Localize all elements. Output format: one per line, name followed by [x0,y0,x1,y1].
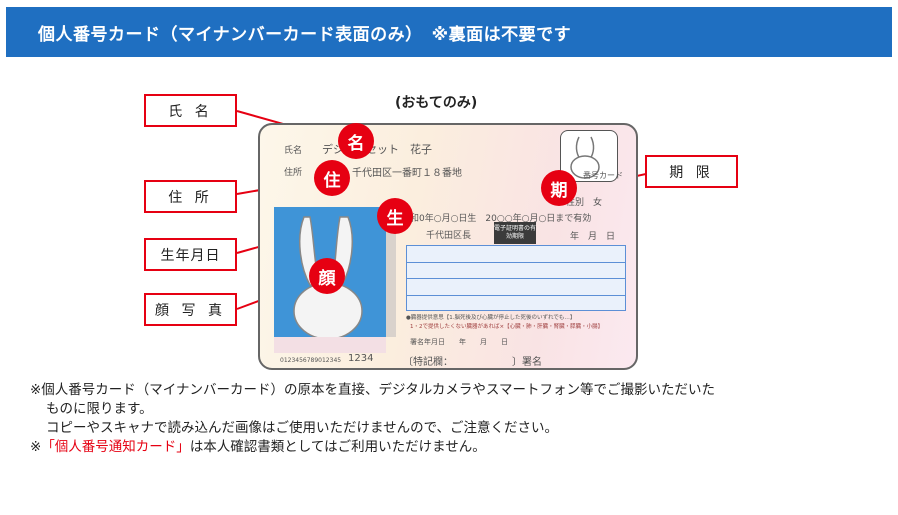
small-photo-frame [560,130,618,182]
card-pin-digits: 1234 [348,353,374,364]
card-issuer: 千代田区長 [426,231,472,241]
card-number: 0123456789012345 [280,357,342,364]
card-address-value: 千代田区一番町１８番地 [352,168,462,179]
marker-name: 名 [338,123,374,159]
label-address: 住 所 [144,180,237,213]
front-only-caption: (おもてのみ) [395,95,478,111]
header-title: 個人番号カード（マイナンバーカード表面のみ） ※裏面は不要です [38,24,572,45]
photo-bottom-strip [274,337,386,353]
card-name-label: 氏名 [284,146,303,156]
marker-birth: 生 [377,198,413,234]
notification-card-warning: 「個人番号通知カード」 [41,439,190,455]
note-line-4-prefix: ※ [30,439,42,455]
note-line-3: コピーやスキャナで読み込んだ画像はご使用いただけませんので、ご注意ください。 [46,420,559,436]
label-expiry: 期 限 [645,155,738,188]
card-sex: 性別 女 [566,198,603,208]
marker-photo: 顔 [309,258,345,294]
photo-shadow [386,207,396,337]
label-name: 氏 名 [144,94,237,127]
rabbit-small-icon [570,136,600,179]
mynumber-card-front: 氏名 デジ セット 花子 住所 千代田区一番町１８番地 番号カード 性別 女 和… [258,123,638,370]
card-notice-line1: ●臓器提供意思【1.脳死後及び心臓が停止した死後のいずれでも…】 [406,315,576,321]
notes-block: ※個人番号カード（マイナンバーカード）の原本を直接、デジタルカメラやスマートフォ… [30,381,715,457]
card-special-note: 〔特記欄： [403,357,453,368]
table-row [407,263,625,279]
page-header: 個人番号カード（マイナンバーカード表面のみ） ※裏面は不要です [6,7,892,57]
label-photo: 顔 写 真 [144,293,237,326]
card-notice-line2: 1・2で提供したくない臓器があれば×【心臓・肺・肝臓・腎臓・膵臓・小腸】 [410,324,604,330]
note-line-4-suffix: は本人確認書類としてはご利用いただけません。 [189,439,486,455]
marker-address: 住 [314,160,350,196]
card-address-label: 住所 [284,168,303,178]
card-birth-line: 和0年○月○日生 20○○年○月○日まで有効 [410,214,592,224]
table-row [407,279,625,296]
card-sign-date: 署名年月日 年 月 日 [410,338,508,346]
note-line-2: ものに限ります。 [46,401,153,417]
table-row [407,246,625,263]
marker-expiry: 期 [541,170,577,206]
label-birth: 生年月日 [144,238,237,271]
card-info-table [406,245,626,311]
small-photo-caption: 番号カード [583,171,623,180]
note-line-1: ※個人番号カード（マイナンバーカード）の原本を直接、デジタルカメラやスマートフォ… [30,382,715,398]
card-date-header: 年 月 日 [570,232,616,242]
table-row [407,296,625,313]
card-signature: 〕署名 [512,357,542,368]
note-line-4: ※「個人番号通知カード」は本人確認書類としてはご利用いただけません。 [30,438,715,457]
cert-expiry-chip: 電子証明書の有効期限 [494,222,536,244]
